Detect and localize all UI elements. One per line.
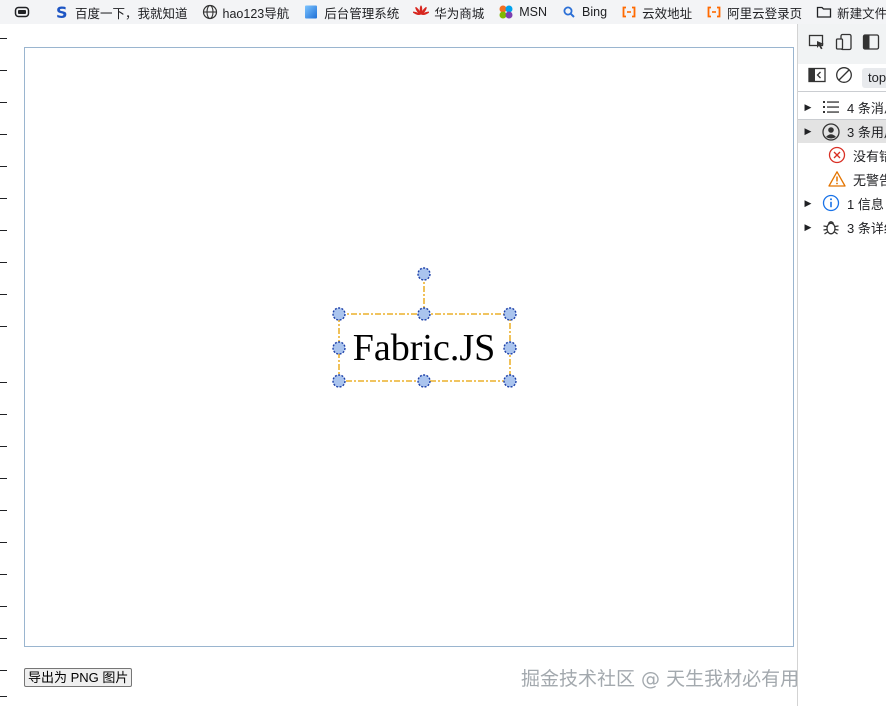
rotate-handle[interactable] bbox=[417, 267, 431, 281]
svg-text:S: S bbox=[56, 4, 68, 20]
bookmark-yunxiao[interactable]: 云效地址 bbox=[614, 0, 699, 24]
device-toggle-icon[interactable] bbox=[835, 33, 853, 56]
search-icon bbox=[561, 4, 577, 20]
console-filter-user-messages[interactable]: ▶ 3 条用户消息 bbox=[798, 119, 886, 143]
filter-label: 无警告 bbox=[853, 172, 886, 188]
bookmark-label: 百度一下，我就知道 bbox=[75, 6, 188, 21]
expand-arrow-icon: ▶ bbox=[804, 126, 812, 136]
page-viewport: Fabric.JS 导出为 PNG 图片 掘金技术社区 @ 天生我材必有用_吴用 bbox=[0, 24, 847, 706]
baidu-s-icon: S bbox=[54, 4, 70, 20]
bookmark-label: 云效地址 bbox=[642, 6, 693, 21]
resize-handle-middle-left[interactable] bbox=[332, 341, 346, 355]
devtools-panel: top ▶ 4 条消息 ▶ 3 条用户消息 没有错误 无警告 bbox=[797, 24, 886, 706]
bookmark-label: 阿里云登录页 bbox=[727, 6, 803, 21]
resize-handle-top-left[interactable] bbox=[332, 307, 346, 321]
context-selector[interactable]: top bbox=[862, 67, 886, 88]
bookmark-label: 后台管理系统 bbox=[324, 6, 400, 21]
tab-search-button[interactable] bbox=[0, 0, 47, 24]
watermark-text: 掘金技术社区 @ 天生我材必有用_吴用 bbox=[521, 668, 847, 690]
globe-icon bbox=[202, 4, 218, 20]
devtools-toolbar bbox=[798, 24, 886, 64]
bookmark-label: 新建文件夹 bbox=[837, 6, 886, 21]
bookmark-aliyun-login[interactable]: 阿里云登录页 bbox=[699, 0, 809, 24]
bookmark-huawei[interactable]: 华为商城 bbox=[406, 0, 491, 24]
aliyun-icon bbox=[706, 4, 722, 20]
bookmark-admin[interactable]: 后台管理系统 bbox=[296, 0, 406, 24]
filter-label: 1 信息 bbox=[847, 196, 884, 212]
list-icon bbox=[822, 98, 840, 116]
filter-label: 3 条用户消息 bbox=[847, 125, 886, 140]
dock-side-icon[interactable] bbox=[862, 33, 880, 56]
error-icon bbox=[828, 146, 846, 164]
bookmark-baidu[interactable]: S 百度一下，我就知道 bbox=[47, 0, 195, 24]
canvas-text-object[interactable]: Fabric.JS bbox=[353, 327, 496, 369]
bookmark-label: 华为商城 bbox=[434, 6, 485, 21]
blue-folder-icon bbox=[303, 4, 319, 20]
expand-arrow-icon: ▶ bbox=[804, 197, 812, 208]
console-filter-info[interactable]: ▶ 1 信息 bbox=[798, 191, 886, 215]
filter-label: 没有错误 bbox=[853, 148, 886, 164]
bookmark-hao123[interactable]: hao123导航 bbox=[195, 0, 297, 24]
resize-handle-bottom-left[interactable] bbox=[332, 374, 346, 388]
expand-arrow-icon: ▶ bbox=[804, 221, 812, 232]
console-filter-warnings[interactable]: 无警告 bbox=[798, 167, 886, 191]
filter-label: 4 条消息 bbox=[847, 100, 886, 116]
info-icon bbox=[822, 194, 840, 212]
console-toolbar: top bbox=[798, 64, 886, 92]
console-filter-messages[interactable]: ▶ 4 条消息 bbox=[798, 95, 886, 119]
tab-switch-icon bbox=[14, 4, 30, 20]
clear-console-icon[interactable] bbox=[835, 66, 853, 89]
bug-icon bbox=[822, 218, 840, 236]
bookmark-new-folder[interactable]: 新建文件夹 bbox=[809, 0, 886, 24]
left-ruler bbox=[0, 24, 8, 706]
resize-handle-top-middle[interactable] bbox=[417, 307, 431, 321]
resize-handle-bottom-middle[interactable] bbox=[417, 374, 431, 388]
expand-arrow-icon: ▶ bbox=[804, 101, 812, 112]
filter-label: 3 条详细消息 bbox=[847, 220, 886, 236]
bookmark-bing[interactable]: Bing bbox=[554, 0, 614, 24]
aliyun-icon bbox=[621, 4, 637, 20]
fabric-canvas[interactable]: Fabric.JS bbox=[24, 47, 794, 647]
sidebar-toggle-icon[interactable] bbox=[808, 67, 826, 88]
bookmarks-bar: S 百度一下，我就知道 hao123导航 后台管理系统 华为商城 MSN Bin… bbox=[0, 0, 886, 24]
user-icon bbox=[822, 122, 840, 141]
bookmark-label: MSN bbox=[519, 5, 548, 19]
console-filter-errors[interactable]: 没有错误 bbox=[798, 143, 886, 167]
resize-handle-middle-right[interactable] bbox=[503, 341, 517, 355]
huawei-icon bbox=[413, 4, 430, 20]
console-sidebar-list: ▶ 4 条消息 ▶ 3 条用户消息 没有错误 无警告 ▶ bbox=[798, 92, 886, 239]
resize-handle-bottom-right[interactable] bbox=[503, 374, 517, 388]
bookmark-msn[interactable]: MSN bbox=[491, 0, 554, 24]
warning-icon bbox=[828, 170, 846, 188]
inspect-element-icon[interactable] bbox=[808, 33, 826, 56]
bookmark-label: hao123导航 bbox=[222, 6, 290, 21]
bookmark-label: Bing bbox=[582, 5, 608, 19]
export-png-button[interactable]: 导出为 PNG 图片 bbox=[24, 668, 133, 687]
folder-icon bbox=[816, 4, 832, 20]
msn-icon bbox=[498, 4, 514, 20]
console-filter-verbose[interactable]: ▶ 3 条详细消息 bbox=[798, 215, 886, 239]
resize-handle-top-right[interactable] bbox=[503, 307, 517, 321]
